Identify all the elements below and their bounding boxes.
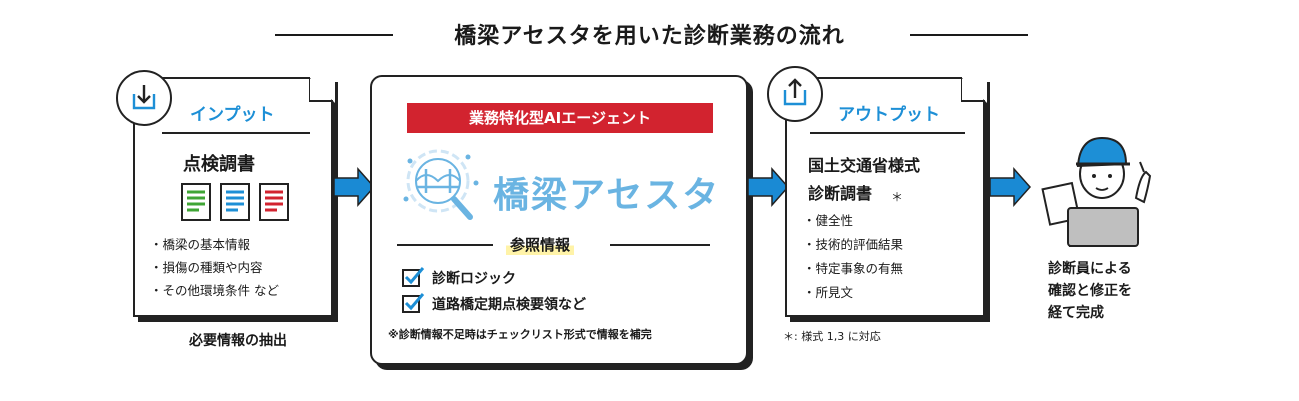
title-rule-right bbox=[910, 34, 1028, 36]
inspector-laptop-icon bbox=[1041, 136, 1152, 247]
list-item: 所見文 bbox=[803, 281, 903, 305]
ref-rule-right bbox=[610, 244, 710, 246]
check-item-1: 診断ロジック bbox=[432, 271, 516, 287]
output-item-list: 健全性 技術的評価結果 特定事象の有無 所見文 bbox=[803, 209, 904, 305]
input-header-rule bbox=[162, 132, 310, 134]
list-item: 特定事象の有無 bbox=[803, 257, 904, 281]
brand-name: 橋梁アセスタ bbox=[493, 175, 721, 216]
list-item: 損傷の種類や内容 bbox=[150, 256, 279, 279]
final-line-1: 診断員による bbox=[1048, 261, 1132, 277]
input-caption: 必要情報の抽出 bbox=[189, 333, 287, 349]
input-item-list: 橋梁の基本情報 損傷の種類や内容 その他環境条件 など bbox=[150, 233, 279, 302]
list-item: その他環境条件 など bbox=[150, 279, 279, 302]
input-header: インプット bbox=[190, 105, 275, 125]
page-title: 橋梁アセスタを用いた診断業務の流れ bbox=[454, 24, 845, 49]
output-card-corner bbox=[961, 77, 987, 103]
output-doc-title-1: 国土交通省様式 bbox=[808, 156, 921, 175]
checkbox-checked-icon bbox=[402, 267, 425, 287]
ref-rule-left bbox=[397, 244, 493, 246]
final-line-2: 確認と修正を bbox=[1048, 283, 1132, 299]
output-doc-title-2: 診断調書 bbox=[808, 184, 873, 203]
final-step-text: 診断員による 確認と修正を 経て完成 bbox=[1048, 258, 1132, 324]
list-item: 健全性 bbox=[803, 209, 903, 233]
flow-arrow-1 bbox=[334, 167, 376, 207]
document-blue-icon bbox=[220, 183, 250, 221]
input-doc-title: 点検調書 bbox=[183, 154, 255, 175]
flow-arrow-3 bbox=[990, 167, 1032, 207]
input-card-corner bbox=[309, 77, 335, 103]
upload-tray-icon bbox=[783, 78, 807, 106]
bridge-magnifier-icon bbox=[403, 149, 479, 220]
output-note: ＊: 様式 1,3 に対応 bbox=[783, 330, 881, 343]
list-item: 技術的評価結果 bbox=[803, 233, 904, 257]
input-icon-circle bbox=[116, 70, 172, 126]
download-tray-icon bbox=[132, 85, 156, 110]
check-item-2: 道路橋定期点検要領など bbox=[432, 297, 586, 313]
output-asterisk: ＊ bbox=[891, 190, 904, 204]
reference-title: 参照情報 bbox=[506, 234, 575, 255]
final-line-3: 経て完成 bbox=[1048, 305, 1104, 321]
output-header: アウトプット bbox=[838, 105, 940, 125]
list-item: 橋梁の基本情報 bbox=[150, 233, 279, 256]
checkbox-checked-icon bbox=[402, 293, 425, 313]
document-red-icon bbox=[259, 183, 289, 221]
document-green-icon bbox=[181, 183, 211, 221]
title-rule-left bbox=[275, 34, 393, 36]
output-header-rule bbox=[810, 132, 965, 134]
agent-type-tag: 業務特化型AIエージェント bbox=[407, 103, 713, 133]
flow-arrow-2 bbox=[748, 167, 790, 207]
output-icon-circle bbox=[767, 66, 823, 122]
center-note: ※診断情報不足時はチェックリスト形式で情報を補完 bbox=[388, 328, 652, 341]
